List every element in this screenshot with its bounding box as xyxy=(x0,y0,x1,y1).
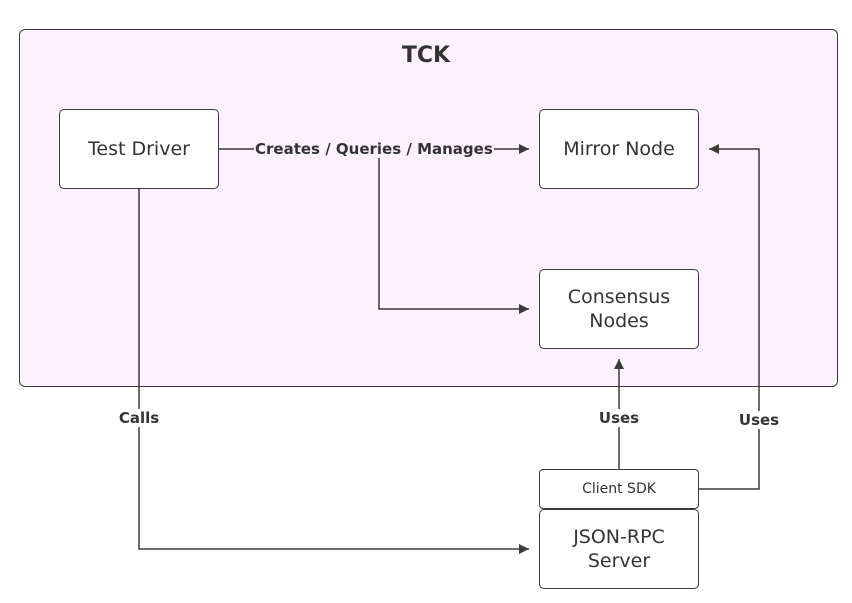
creates-queries-manages-label: Creates / Queries / Manages xyxy=(254,140,494,158)
mirror-node-node: Mirror Node xyxy=(539,109,699,189)
consensus-nodes-node: Consensus Nodes xyxy=(539,269,699,349)
test-driver-node: Test Driver xyxy=(59,109,219,189)
uses-mirror-label: Uses xyxy=(730,411,788,429)
client-sdk-node: Client SDK xyxy=(539,469,699,509)
tck-title: TCK xyxy=(401,43,451,68)
calls-label: Calls xyxy=(110,409,168,427)
tck-container xyxy=(19,29,838,387)
json-rpc-server-node: JSON-RPC Server xyxy=(539,509,699,589)
uses-consensus-label: Uses xyxy=(590,409,648,427)
